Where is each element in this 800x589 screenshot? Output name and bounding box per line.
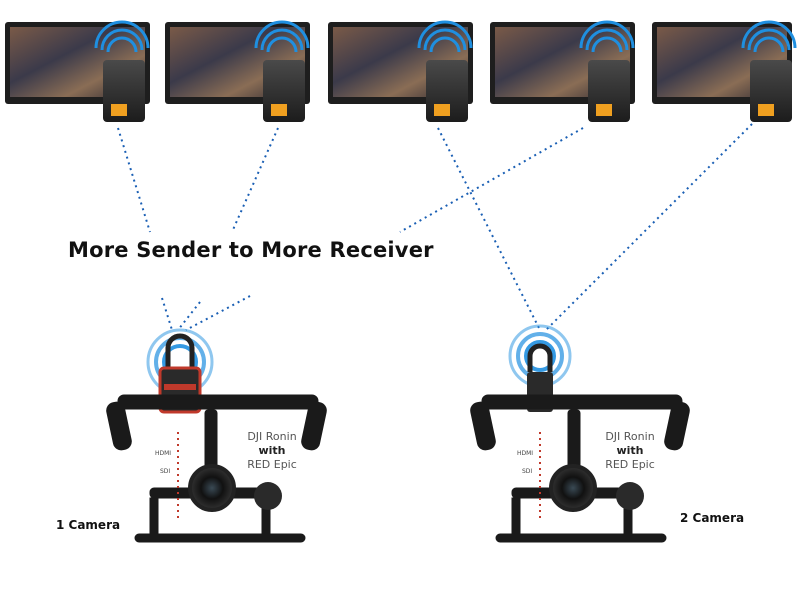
link-sender1-up-b bbox=[177, 301, 201, 331]
sender2-port-sdi: SDI bbox=[522, 468, 533, 475]
receiver-row bbox=[5, 20, 797, 122]
link-sender1-up-c bbox=[185, 295, 251, 331]
sender1-port-hdmi: HDMI bbox=[155, 450, 172, 457]
link-rx4-sender1 bbox=[399, 127, 584, 233]
sender2-camera-label: 2 Camera bbox=[680, 511, 745, 525]
sender2-antenna bbox=[527, 343, 553, 372]
sender1-port-sdi: SDI bbox=[160, 468, 171, 475]
link-rx1-sender1 bbox=[117, 127, 151, 233]
sender2-rig-line1: DJI Ronin bbox=[605, 430, 655, 443]
link-rx3-sender2 bbox=[437, 127, 541, 331]
sender2-port-hdmi: HDMI bbox=[517, 450, 534, 457]
link-rx5-sender2 bbox=[545, 123, 753, 331]
receiver-station bbox=[328, 20, 473, 122]
sender1-rig-line1: DJI Ronin bbox=[247, 430, 297, 443]
sender1-antenna bbox=[165, 333, 195, 370]
sender1-camera-label: 1 Camera bbox=[56, 518, 121, 532]
sender2-rig-line2: with bbox=[616, 444, 644, 457]
link-lines bbox=[117, 123, 753, 331]
link-sender1-up-a bbox=[161, 297, 173, 331]
diagram-title: More Sender to More Receiver bbox=[68, 238, 434, 262]
sender2-rig-text: DJI Ronin with RED Epic bbox=[590, 430, 670, 472]
camera-lens-1 bbox=[188, 464, 236, 512]
sender1-rig-text: DJI Ronin with RED Epic bbox=[232, 430, 312, 472]
receiver-display bbox=[111, 104, 127, 116]
gimbal-frame-2 bbox=[470, 394, 690, 543]
camera-lens-2 bbox=[549, 464, 597, 512]
sender-rig-2 bbox=[470, 324, 690, 543]
sender1-rig-line3: RED Epic bbox=[247, 458, 297, 471]
receiver-station bbox=[652, 20, 797, 122]
sender2-rig-line3: RED Epic bbox=[605, 458, 655, 471]
sender1-rig-line2: with bbox=[258, 444, 286, 457]
receiver-station bbox=[5, 20, 150, 122]
sender-rig-1 bbox=[106, 328, 327, 543]
receiver-station bbox=[490, 20, 635, 122]
receiver-station bbox=[165, 20, 310, 122]
link-rx2-sender1 bbox=[231, 127, 279, 233]
